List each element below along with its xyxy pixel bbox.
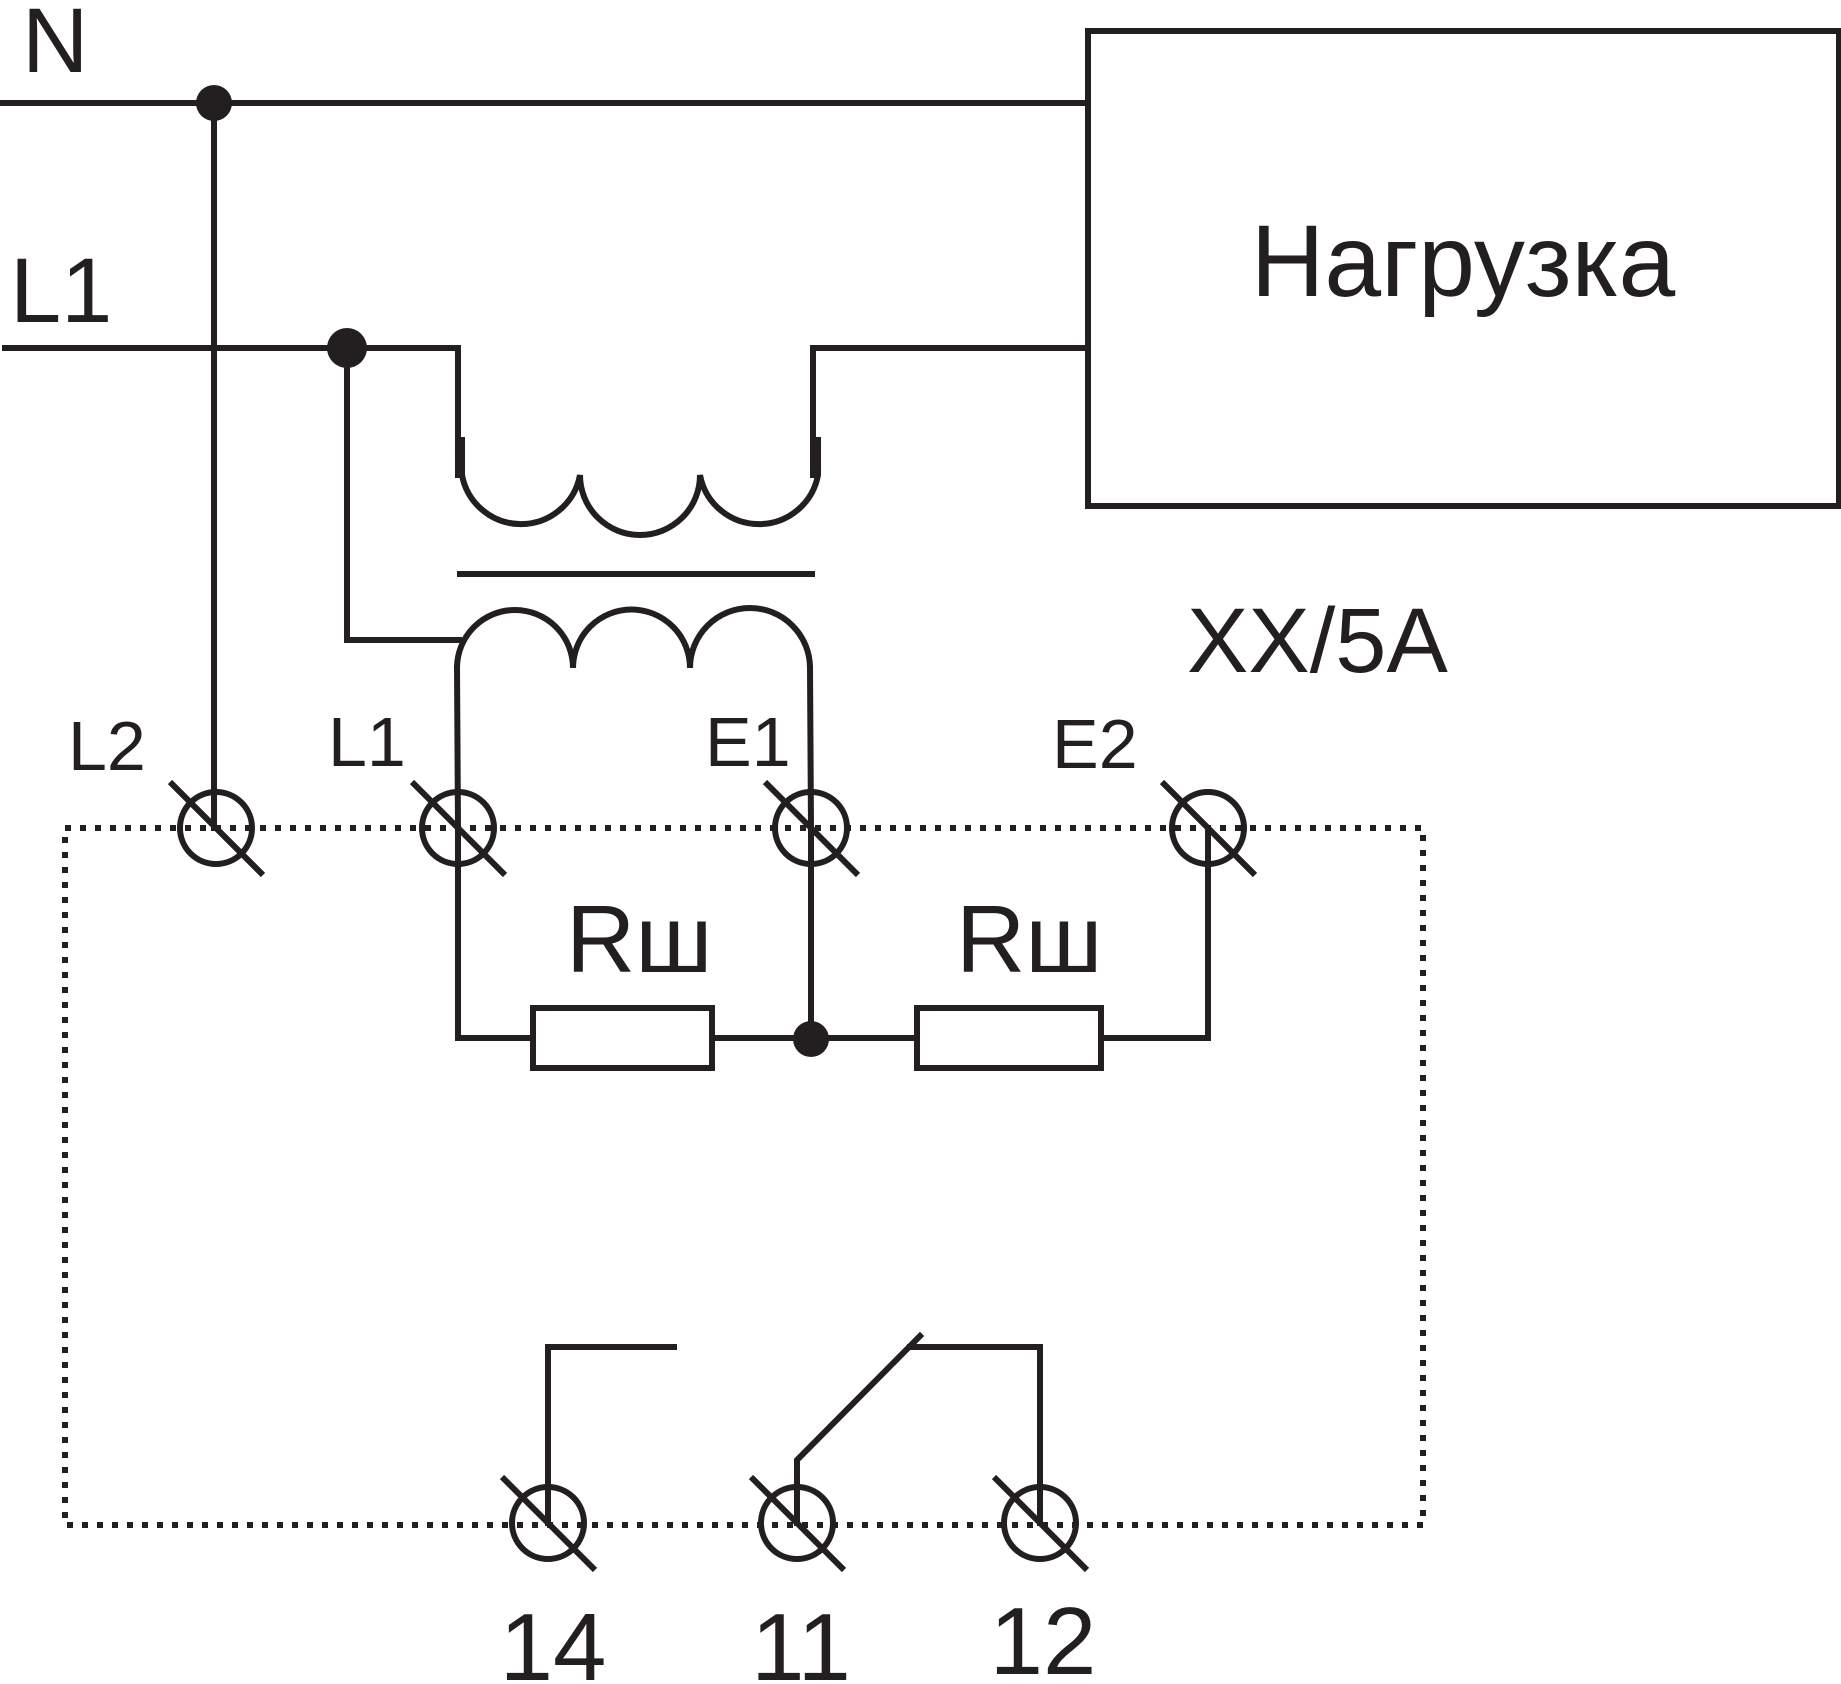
relay-terminal-14-label: 14 — [500, 1594, 607, 1684]
e2-shunt-wire — [1098, 825, 1211, 1041]
terminal-e2-label: E2 — [1052, 705, 1138, 783]
ct-primary-winding — [459, 437, 821, 538]
terminal-l1-label: L1 — [328, 703, 406, 781]
load-box — [1085, 28, 1841, 509]
phase-to-ct-wire — [344, 345, 462, 643]
relay-terminal-11-label: 11 — [751, 1594, 851, 1684]
contact-14-wire — [545, 1344, 677, 1526]
phase-line — [2, 345, 461, 478]
phase-junction-dot — [327, 328, 367, 368]
terminal-12 — [991, 1474, 1090, 1573]
neutral-junction-dot — [196, 85, 232, 121]
terminal-e1 — [762, 779, 861, 878]
shunt-junction-dot — [793, 1021, 829, 1057]
terminal-l2 — [167, 779, 266, 878]
shunt-left-label: Rш — [566, 886, 712, 993]
shunt-resistor-left — [530, 1005, 715, 1071]
terminal-e1-label: E1 — [705, 703, 791, 781]
shunt-right-label: Rш — [956, 886, 1102, 993]
terminal-l2-label: L2 — [68, 707, 146, 785]
l1-shunt-wire — [455, 825, 536, 1041]
phase-line-label: L1 — [10, 240, 112, 342]
contact-12-wire — [907, 1344, 1043, 1526]
terminal-l1 — [409, 779, 508, 878]
load-return-wire — [810, 345, 1091, 478]
device-enclosure — [62, 825, 1426, 1528]
terminal-14 — [499, 1474, 598, 1573]
ct-to-e1-wire — [806, 664, 815, 832]
terminal-e2 — [1159, 779, 1258, 878]
neutral-line-label: N — [22, 0, 88, 92]
ct-to-l1-wire — [453, 664, 462, 832]
contact-11-arm — [794, 1331, 925, 1526]
terminal-11 — [748, 1474, 847, 1573]
relay-terminal-12-label: 12 — [990, 1588, 1097, 1684]
transformer-ratio-label: XX/5A — [1187, 590, 1448, 692]
ct-secondary-winding — [453, 605, 814, 672]
load-label: Нагрузка — [1251, 204, 1676, 318]
shunt-resistor-right — [914, 1005, 1104, 1071]
